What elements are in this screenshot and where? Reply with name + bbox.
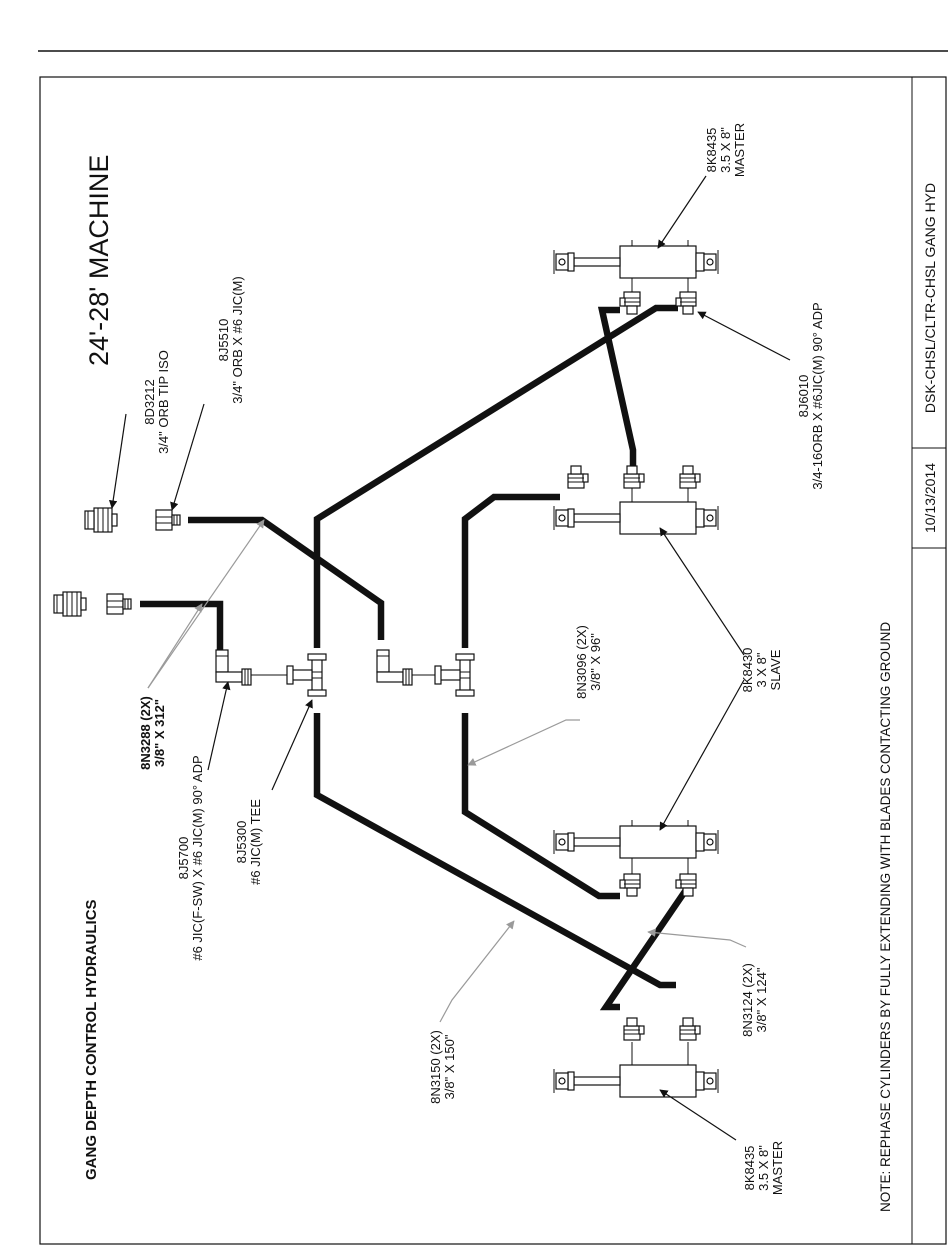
hose-312-lower [140, 600, 224, 650]
callout-orb-elbow: 8J6010 3/4-16ORB X #6JIC(M) 90° ADP [796, 302, 825, 489]
callout-master-top-role: MASTER [732, 123, 747, 177]
cylinder-master-bottom [553, 1058, 719, 1098]
port-elbow-slave-top-c [679, 465, 701, 489]
callout-orb-adapter-part: 8J5510 [216, 319, 231, 362]
tee-center [434, 653, 475, 697]
elbow-center [376, 649, 413, 686]
callout-hose-124-desc: 3/8" X 124" [754, 967, 769, 1032]
hose-tee-left-to-master-top [313, 304, 678, 648]
elbow-8j5700-left [215, 649, 252, 686]
port-elbow-slave-top-b [623, 465, 645, 489]
callout-hose-312: 8N3288 (2X) 3/8" X 312" [138, 696, 167, 770]
callout-hose-150-part: 8N3150 (2X) [428, 1030, 443, 1104]
callout-hose-96: 8N3096 (2X) 3/8" X 96" [574, 625, 603, 699]
port-elbow-slave-bottom-a [619, 873, 641, 897]
port-elbow-slave-bottom-b [675, 873, 697, 897]
callout-master-bottom-size: 3.5 X 8" [756, 1145, 771, 1191]
cylinder-master-top [553, 239, 719, 279]
section-heading: GANG DEPTH CONTROL HYDRAULICS [83, 899, 100, 1180]
callout-master-bottom: 8K8435 3.5 X 8" MASTER [742, 1141, 785, 1195]
callout-hose-124-part: 8N3124 (2X) [740, 963, 755, 1037]
callout-orb-adapter-desc: 3/4" ORB X #6 JIC(M) [230, 276, 245, 403]
callout-iso-tip: 8D3212 3/4" ORB TIP ISO [142, 350, 171, 454]
leader-lines [108, 175, 791, 1141]
callout-hose-150: 8N3150 (2X) 3/8" X 150" [428, 1030, 457, 1104]
callout-orb-adapter: 8J5510 3/4" ORB X #6 JIC(M) [216, 276, 245, 403]
callout-master-top: 8K8435 3.5 X 8" MASTER [704, 123, 747, 177]
callout-elbow-adp: 8J5700 #6 JIC(F-SW) X #6 JIC(M) 90° ADP [176, 755, 205, 960]
machine-heading: 24'-28' MACHINE [84, 155, 114, 366]
coupler-8d3212 [84, 507, 118, 533]
callout-elbow-adp-part: 8J5700 [176, 837, 191, 880]
callout-slave-role: SLAVE [768, 649, 783, 690]
callout-slave-part: 8K8430 [740, 648, 755, 693]
callout-elbow-adp-desc: #6 JIC(F-SW) X #6 JIC(M) 90° ADP [190, 755, 205, 960]
callout-orb-elbow-part: 8J6010 [796, 375, 811, 418]
hose-96-upper [461, 493, 560, 648]
hose-312-upper [188, 516, 385, 640]
title-block: DSK-CHSL/CLTR-CHSL GANG HYD 10/13/2014 [911, 77, 946, 1244]
callout-master-top-part: 8K8435 [704, 128, 719, 173]
cylinder-slave-bottom [553, 819, 719, 859]
drawing-date: 10/13/2014 [922, 463, 938, 533]
drawing-frame [39, 76, 947, 1245]
callout-tee-desc: #6 JIC(M) TEE [248, 799, 263, 885]
callout-hose-96-desc: 3/8" X 96" [588, 633, 603, 691]
callout-orb-elbow-desc: 3/4-16ORB X #6JIC(M) 90° ADP [810, 302, 825, 489]
hose-96-lower [461, 713, 620, 900]
callout-hose-150-desc: 3/8" X 150" [442, 1034, 457, 1099]
port-elbow-master-bottom-b [679, 1017, 701, 1041]
hose-124-lower [599, 873, 694, 1011]
coupler-lower [53, 591, 87, 617]
port-elbow-master-top-a [619, 291, 641, 315]
callout-tee: 8J5300 #6 JIC(M) TEE [234, 799, 263, 885]
callout-iso-tip-desc: 3/4" ORB TIP ISO [156, 350, 171, 454]
port-elbow-master-top-b [675, 291, 697, 315]
callout-hose-312-desc: 3/8" X 312" [152, 699, 167, 767]
port-elbow-master-bottom-a [623, 1017, 645, 1041]
callout-master-bottom-part: 8K8435 [742, 1146, 757, 1191]
callout-slave-size: 3 X 8" [754, 652, 769, 687]
callout-master-top-size: 3.5 X 8" [718, 127, 733, 173]
tee-8j5300-left [286, 653, 327, 697]
hose-124-upper [597, 306, 637, 470]
rephase-note: NOTE: REPHASE CYLINDERS BY FULLY EXTENDI… [878, 622, 893, 1212]
callout-tee-part: 8J5300 [234, 821, 249, 864]
adapter-lower [106, 593, 132, 615]
callout-master-bottom-role: MASTER [770, 1141, 785, 1195]
adapter-8j5510 [155, 509, 181, 531]
hose-tee-left-to-master-bottom [313, 713, 676, 989]
callout-hose-124: 8N3124 (2X) 3/8" X 124" [740, 963, 769, 1037]
callout-hose-96-part: 8N3096 (2X) [574, 625, 589, 699]
cylinder-slave-top [553, 495, 719, 535]
callout-hose-312-part: 8N3288 (2X) [138, 696, 153, 770]
port-elbow-slave-top-a [567, 465, 589, 489]
callout-iso-tip-part: 8D3212 [142, 379, 157, 425]
callout-slave-cylinder: 8K8430 3 X 8" SLAVE [740, 648, 783, 693]
drawing-id: DSK-CHSL/CLTR-CHSL GANG HYD [922, 183, 938, 413]
